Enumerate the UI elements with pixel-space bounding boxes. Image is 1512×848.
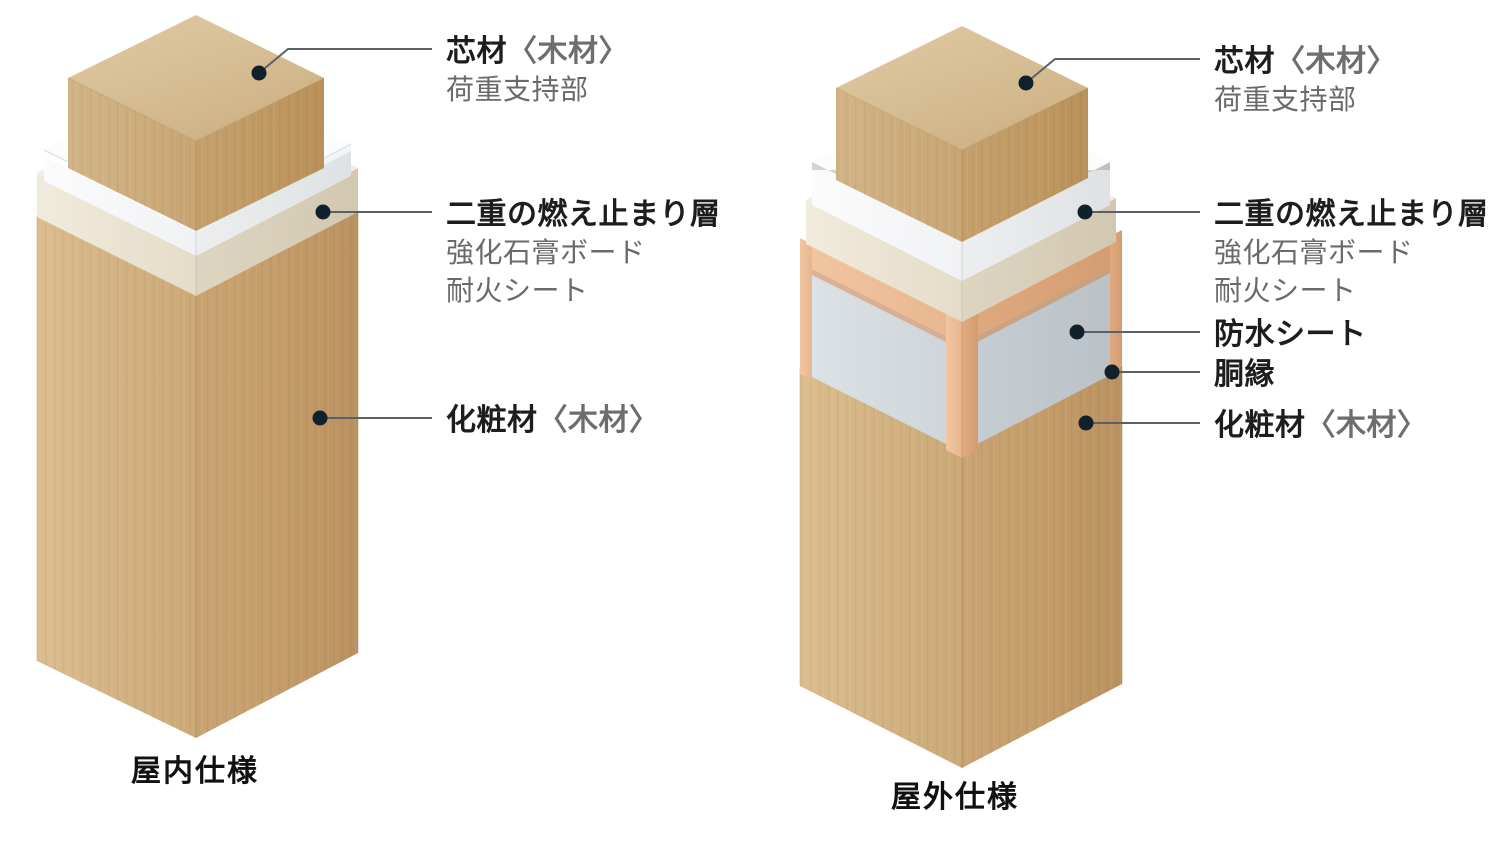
indoor-finish-wood-layer bbox=[36, 210, 359, 738]
outdoor-label-furring: 胴縁 bbox=[1214, 356, 1275, 394]
indoor-label-fire-stop-bold: 二重の燃え止まり層 bbox=[446, 197, 721, 232]
outdoor-core-wood-block bbox=[835, 26, 1089, 242]
outdoor-label-fire-stop-sub-1: 強化石膏ボード bbox=[1214, 236, 1414, 270]
indoor-column-graphic bbox=[36, 15, 432, 738]
indoor-label-core-sub-1: 荷重支持部 bbox=[446, 73, 589, 107]
indoor-label-finish-title: 化粧材〈木材〉 bbox=[446, 402, 660, 440]
outdoor-label-waterproof-title: 防水シート bbox=[1214, 317, 1367, 352]
indoor-leader-dots bbox=[251, 65, 331, 426]
indoor-label-fire-stop: 二重の燃え止まり層 強化石膏ボード 耐火シート bbox=[446, 196, 721, 309]
outdoor-leader-dots bbox=[1018, 75, 1120, 431]
indoor-label-core-paren: 〈木材〉 bbox=[507, 34, 629, 69]
outdoor-label-core-paren: 〈木材〉 bbox=[1275, 44, 1397, 79]
outdoor-label-finish: 化粧材〈木材〉 bbox=[1214, 407, 1428, 445]
indoor-label-finish-paren: 〈木材〉 bbox=[537, 403, 660, 438]
outdoor-label-core: 芯材〈木材〉 荷重支持部 bbox=[1214, 43, 1397, 119]
outdoor-furring-strips bbox=[800, 230, 1122, 458]
indoor-label-core-title: 芯材〈木材〉 bbox=[446, 33, 629, 71]
indoor-label-finish: 化粧材〈木材〉 bbox=[446, 402, 660, 440]
indoor-caption: 屋内仕様 bbox=[131, 754, 259, 789]
outdoor-label-waterproof: 防水シート bbox=[1214, 316, 1367, 354]
outdoor-label-fire-stop: 二重の燃え止まり層 強化石膏ボード 耐火シート bbox=[1214, 196, 1489, 309]
outdoor-leader-lines bbox=[1025, 58, 1200, 424]
outdoor-label-fire-stop-bold: 二重の燃え止まり層 bbox=[1214, 197, 1489, 232]
outdoor-label-fire-stop-sub-2: 耐火シート bbox=[1214, 273, 1357, 307]
outdoor-label-finish-bold: 化粧材 bbox=[1214, 408, 1306, 443]
indoor-label-fire-stop-title: 二重の燃え止まり層 bbox=[446, 196, 721, 234]
indoor-label-core: 芯材〈木材〉 荷重支持部 bbox=[446, 33, 629, 109]
outdoor-label-finish-paren: 〈木材〉 bbox=[1305, 408, 1428, 443]
outdoor-label-finish-title: 化粧材〈木材〉 bbox=[1214, 407, 1428, 445]
indoor-core-wood-block bbox=[67, 15, 325, 231]
indoor-label-core-bold: 芯材 bbox=[446, 34, 507, 69]
indoor-label-fire-stop-sub-1: 強化石膏ボード bbox=[446, 236, 646, 270]
outdoor-label-furring-title: 胴縁 bbox=[1214, 357, 1275, 392]
outdoor-label-core-sub-1: 荷重支持部 bbox=[1214, 83, 1357, 117]
indoor-leader-lines bbox=[258, 48, 432, 419]
outdoor-caption: 屋外仕様 bbox=[891, 780, 1019, 815]
indoor-label-finish-bold: 化粧材 bbox=[446, 403, 538, 438]
outdoor-label-fire-stop-title: 二重の燃え止まり層 bbox=[1214, 196, 1489, 234]
outdoor-label-core-bold: 芯材 bbox=[1214, 44, 1275, 79]
indoor-label-fire-stop-sub-2: 耐火シート bbox=[446, 273, 589, 307]
outdoor-label-core-title: 芯材〈木材〉 bbox=[1214, 43, 1397, 81]
outdoor-column-graphic bbox=[799, 26, 1200, 768]
